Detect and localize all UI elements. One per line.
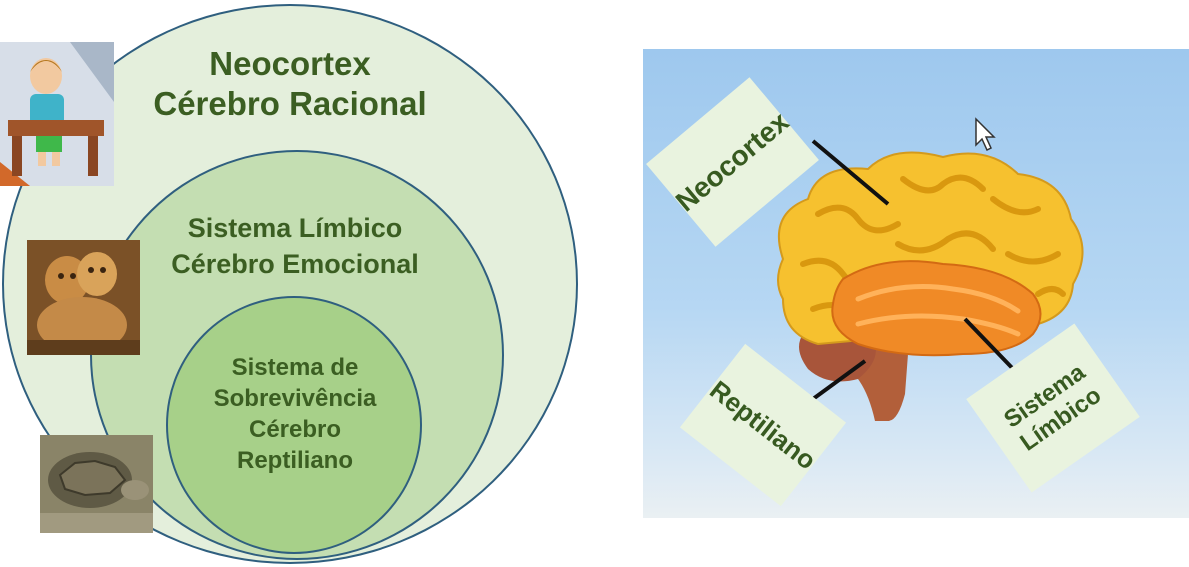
limbic-title: Sistema Límbico: [187, 213, 403, 243]
child-at-desk-photo: [0, 42, 114, 186]
neocortex-subtitle: Cérebro Racional: [153, 85, 427, 122]
limbic-circle-label: Sistema Límbico Cérebro Emocional: [120, 210, 470, 282]
reptiliano-tag-label: Reptiliano: [704, 374, 823, 476]
limbic-region: [831, 260, 1042, 357]
reptilian-circle-label: Sistema de Sobrevivência Cérebro Reptili…: [170, 352, 420, 476]
brain-illustration: Neocortex Reptiliano Sistema Límbico: [643, 49, 1189, 518]
neocortex-pointer-line: [811, 139, 890, 206]
mouse-cursor-icon: [975, 117, 996, 152]
reptilian-line-1: Sistema de: [231, 354, 359, 381]
lions-photo: [27, 240, 140, 355]
limbic-subtitle: Cérebro Emocional: [171, 249, 419, 279]
limbico-pointer-line: [963, 317, 1020, 376]
reptiliano-pointer-line: [811, 359, 867, 401]
reptilian-line-4: Reptiliano: [236, 447, 353, 474]
reptilian-circle: [166, 296, 422, 554]
neocortex-circle-label: Neocortex Cérebro Racional: [100, 44, 480, 124]
tortoise-photo: [40, 435, 153, 533]
neocortex-title: Neocortex: [209, 45, 371, 82]
reptilian-line-3: Cérebro: [248, 416, 342, 443]
reptilian-line-2: Sobrevivência: [213, 385, 377, 412]
